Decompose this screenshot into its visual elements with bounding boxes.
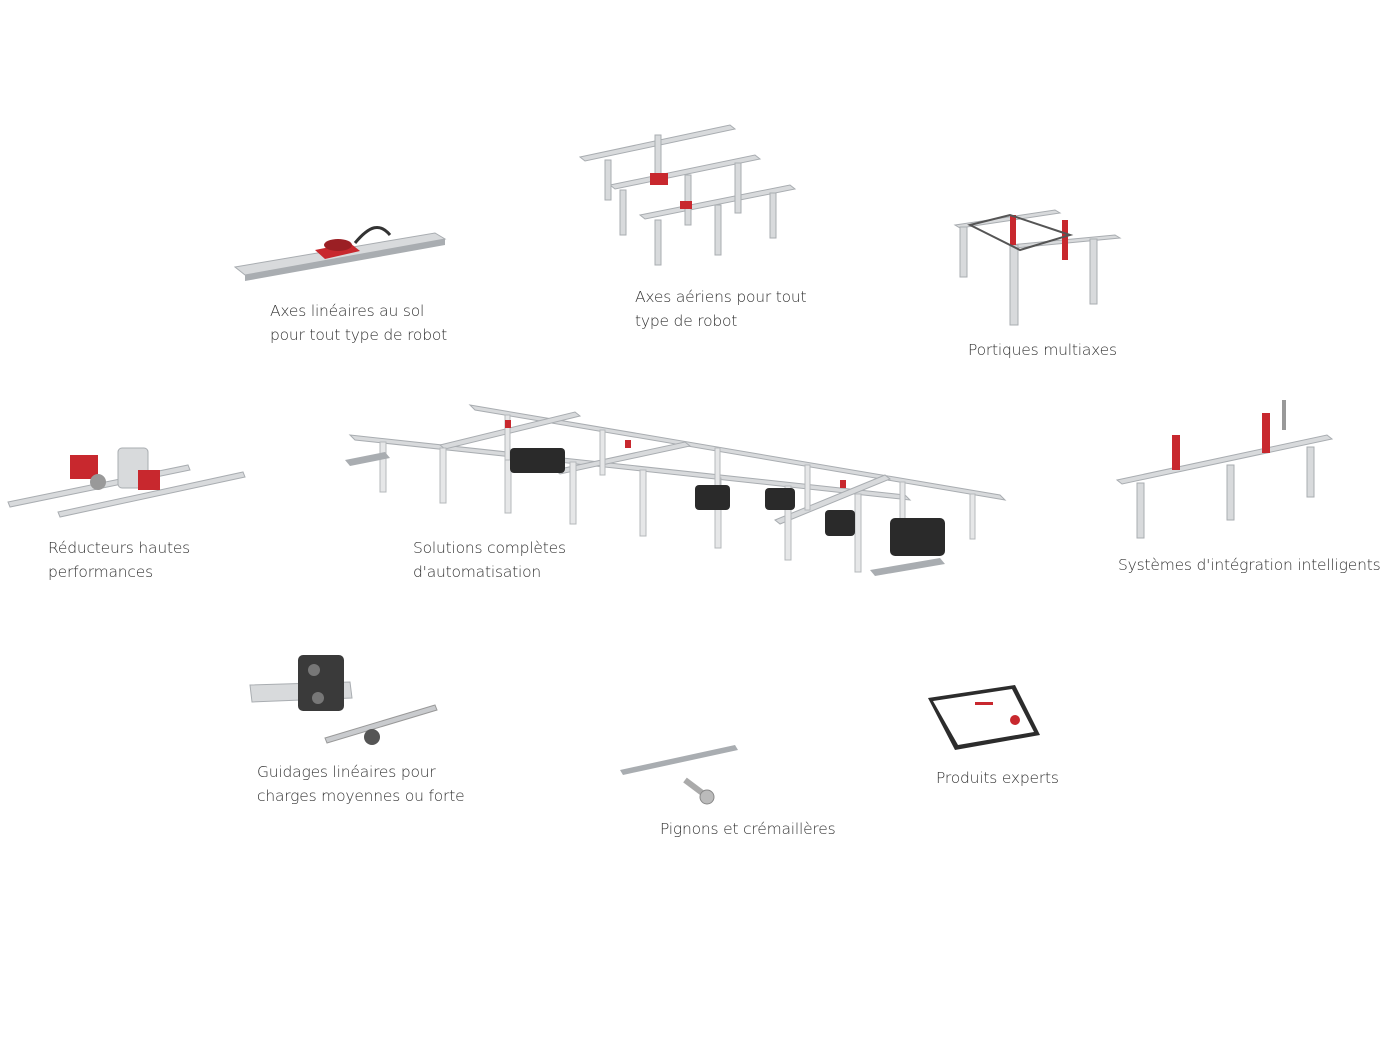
- product-gantries[interactable]: Portiques multiaxes: [950, 195, 1150, 370]
- caption-linear-guides: Guidages linéaires pour charges moyennes…: [257, 763, 465, 805]
- integration-system-icon: [1115, 400, 1334, 539]
- product-linear-guides[interactable]: Guidages linéaires pour charges moyennes…: [249, 650, 480, 820]
- multiaxis-gantry-icon: [953, 209, 1122, 326]
- product-pinions-racks[interactable]: Pignons et crémaillères: [615, 740, 845, 850]
- caption-expert-products: Produits experts: [936, 769, 1059, 787]
- caption-gantries: Portiques multiaxes: [968, 341, 1117, 359]
- caption-pinions-racks: Pignons et crémaillères: [660, 820, 836, 838]
- caption-complete-solutions: Solutions complètes d'automatisation: [413, 539, 566, 581]
- product-expert-products[interactable]: Produits experts: [920, 680, 1080, 790]
- caption-integration-systems: Systèmes d'intégration intelligents: [1118, 556, 1381, 574]
- caption-gearboxes: Réducteurs hautes performances: [48, 539, 191, 581]
- product-complete-solutions[interactable]: Solutions complètes d'automatisation: [345, 400, 1025, 600]
- linear-guide-icon: [249, 655, 438, 745]
- product-overhead-axes[interactable]: Axes aériens pour tout type de robot: [575, 115, 815, 335]
- product-floor-axes[interactable]: Axes linéaires au sol pour tout type de …: [230, 215, 470, 355]
- caption-floor-axes: Axes linéaires au sol pour tout type de …: [270, 302, 448, 344]
- overhead-axis-icon: [578, 124, 797, 266]
- floor-linear-axis-icon: [233, 226, 447, 281]
- automation-cell-icon: [345, 404, 1007, 576]
- caption-overhead-axes: Axes aériens pour tout type de robot: [635, 288, 807, 330]
- pinion-rack-icon: [620, 745, 738, 805]
- product-gearboxes[interactable]: Réducteurs hautes performances: [7, 440, 248, 590]
- product-integration-systems[interactable]: Systèmes d'intégration intelligents: [1112, 395, 1381, 580]
- tablet-software-icon: [928, 685, 1040, 750]
- gearbox-icon: [7, 447, 246, 518]
